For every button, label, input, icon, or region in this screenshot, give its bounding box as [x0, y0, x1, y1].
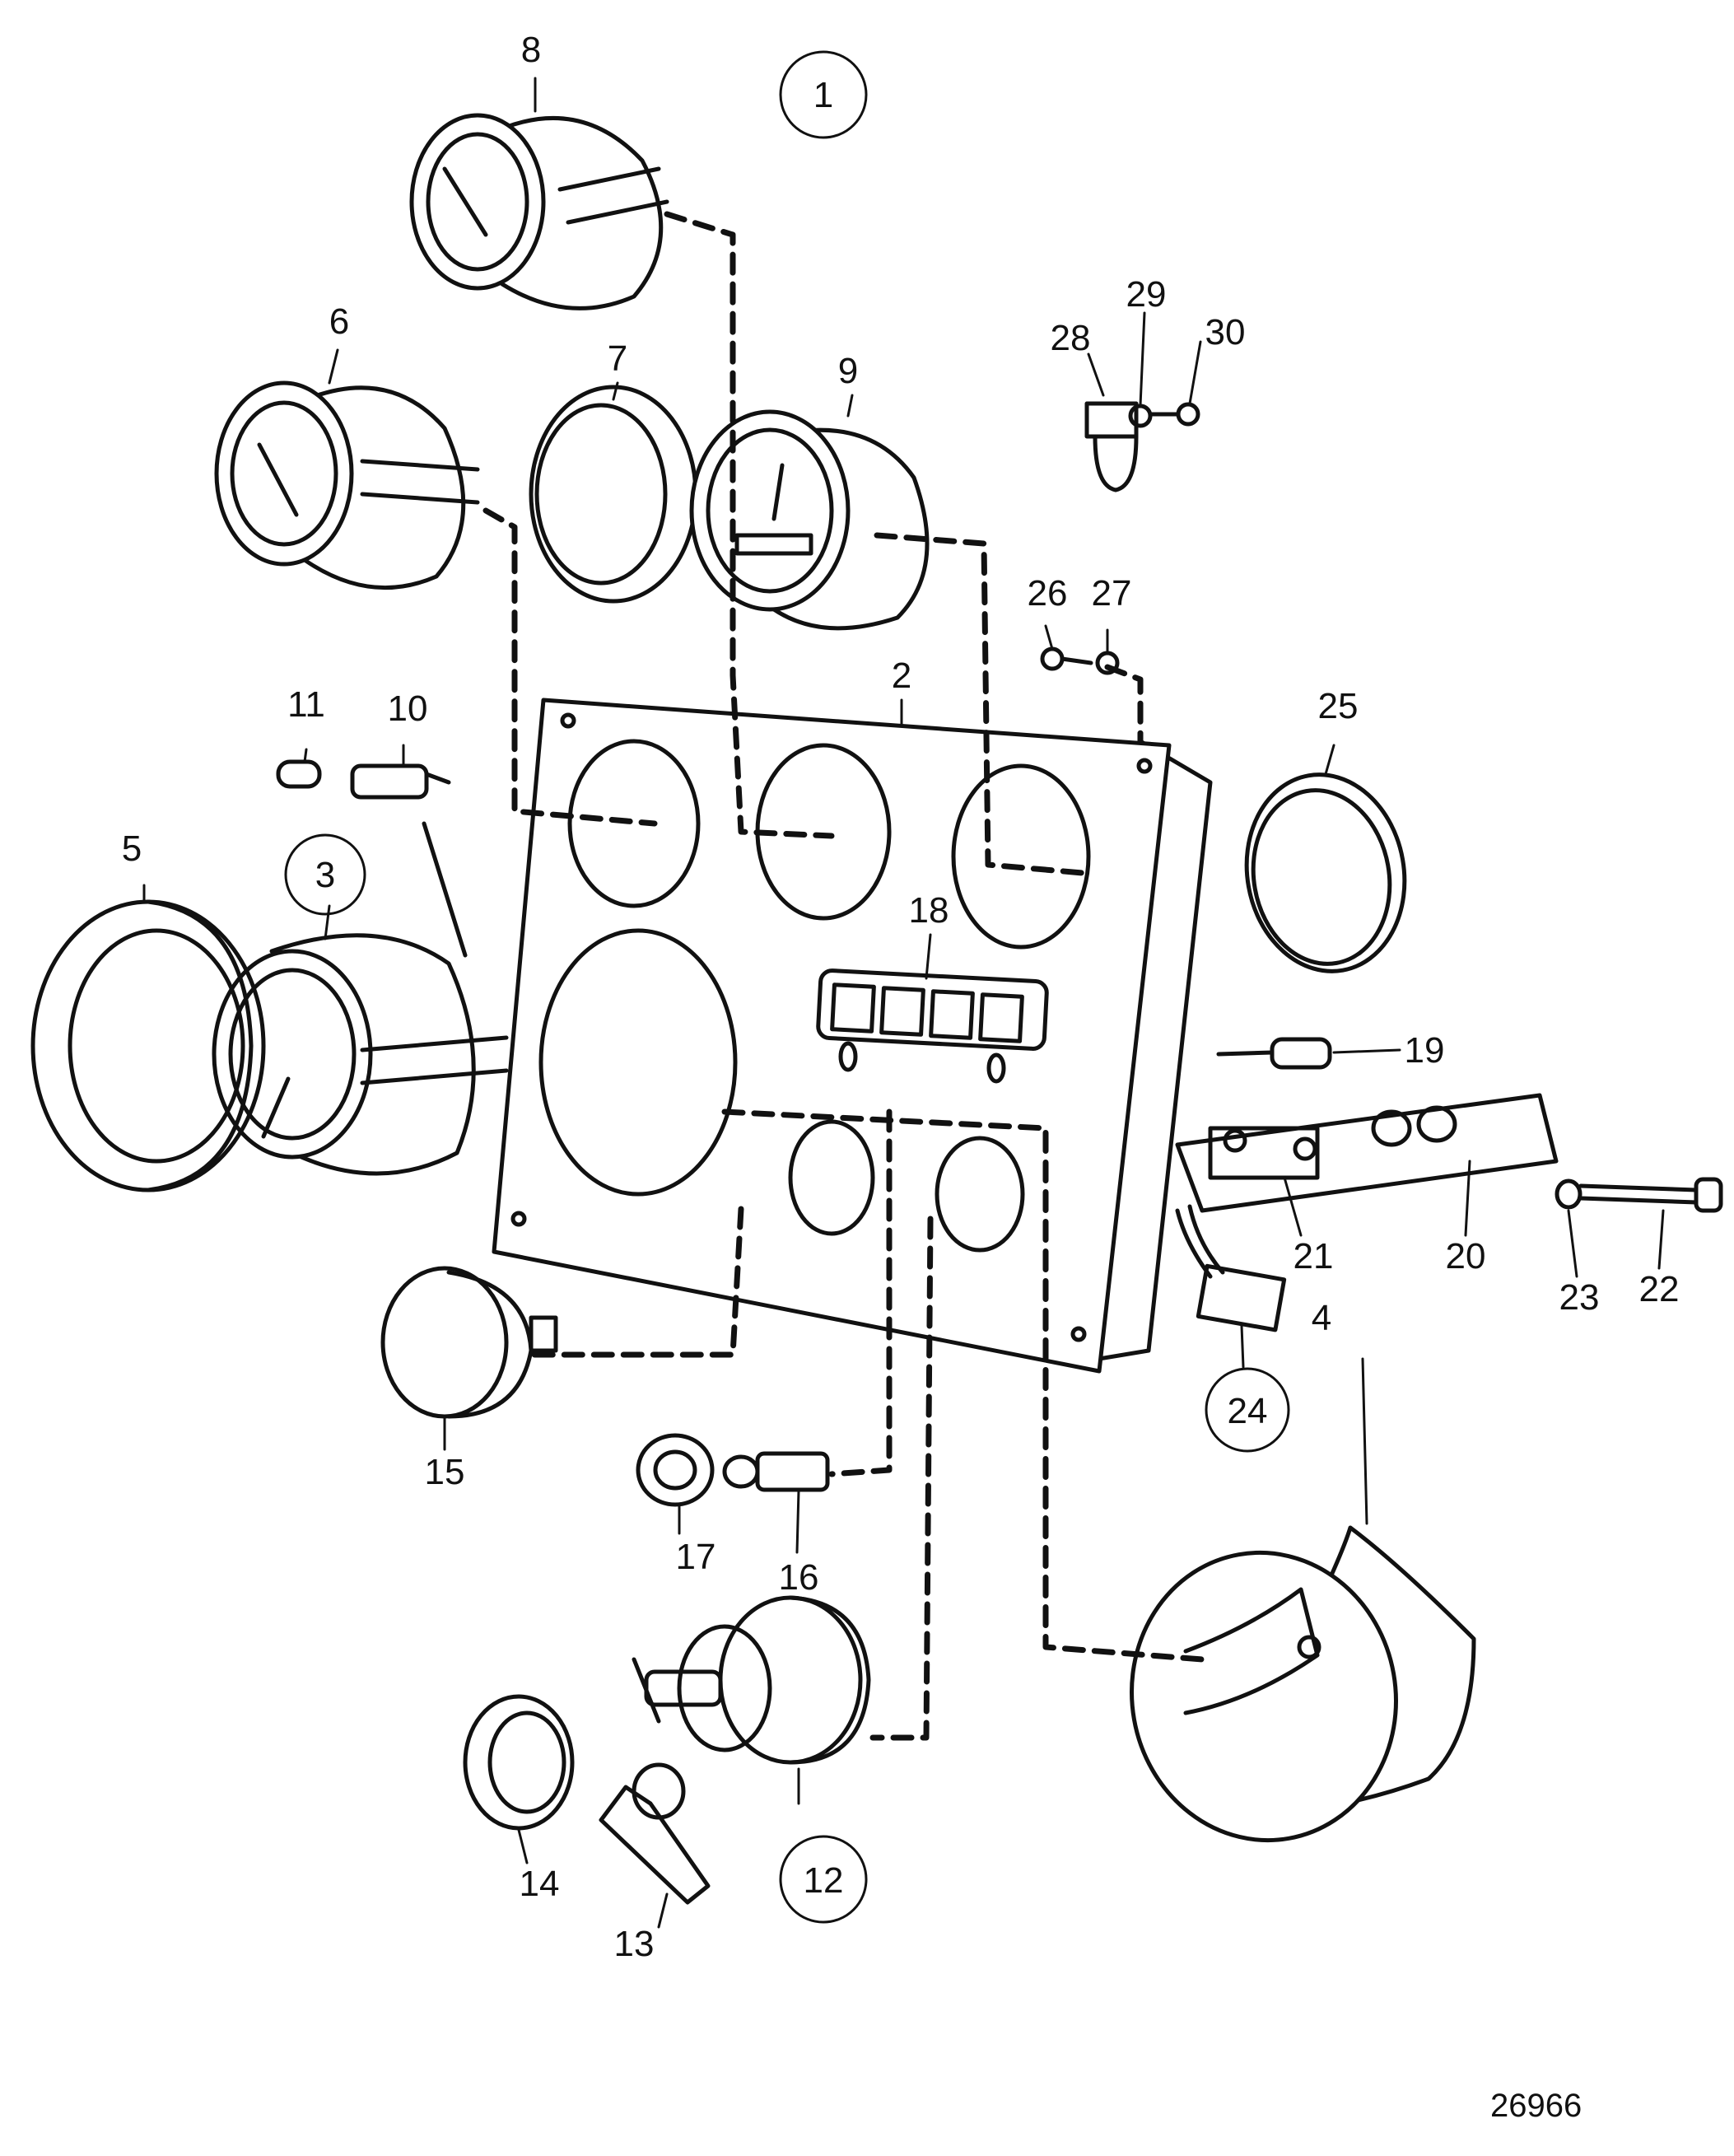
- callout-25: 25: [1318, 686, 1359, 726]
- screw-26: [1040, 646, 1093, 671]
- callout-16: 16: [779, 1557, 819, 1598]
- callout-28: 28: [1051, 318, 1091, 358]
- bolt-22: [1578, 1177, 1723, 1213]
- callout-1: 1: [813, 75, 833, 115]
- callout-5: 5: [122, 828, 142, 869]
- callout-10: 10: [388, 688, 428, 729]
- ring-5: [30, 899, 266, 1192]
- callout-14: 14: [520, 1864, 560, 1904]
- gauge-3: [212, 933, 509, 1176]
- callout-22: 22: [1639, 1269, 1680, 1309]
- ignition-switch-12: [644, 1595, 871, 1765]
- gauge-6: [214, 380, 480, 590]
- bezel-ring-7: [529, 385, 698, 604]
- callout-23: 23: [1559, 1277, 1600, 1318]
- nut-30: [1149, 402, 1200, 427]
- instrument-panel: [492, 698, 1213, 1374]
- warning-lamp-panel: [816, 968, 1049, 1051]
- nut-17: [636, 1433, 715, 1507]
- callout-6: 6: [329, 301, 349, 342]
- callout-3: 3: [315, 855, 335, 895]
- callout-15: 15: [425, 1452, 465, 1492]
- callout-11: 11: [287, 684, 325, 725]
- callout-labels: 1 2 3 4 5 6 7 8 9 10 11 12 13 14 15 16 1…: [122, 30, 1680, 1964]
- callout-13: 13: [614, 1924, 655, 1964]
- callout-20: 20: [1446, 1236, 1486, 1276]
- callout-19: 19: [1405, 1030, 1445, 1071]
- bulb-19: [1216, 1037, 1332, 1070]
- callout-4: 4: [1312, 1298, 1331, 1338]
- callout-7: 7: [608, 338, 627, 379]
- ring-25: [1244, 772, 1407, 973]
- keys-13: [599, 1657, 711, 1905]
- callout-29: 29: [1126, 274, 1167, 315]
- cover-4: [1130, 1525, 1476, 1843]
- washer-23: [1555, 1178, 1583, 1210]
- callout-27: 27: [1092, 573, 1132, 614]
- bulb-11: [276, 759, 322, 789]
- connector-24: [1175, 1204, 1287, 1332]
- callout-24: 24: [1228, 1391, 1268, 1431]
- bulb-socket-10: [350, 763, 451, 800]
- gauge-8: [409, 113, 669, 310]
- terminal-block-21: [1208, 1126, 1320, 1180]
- tachometer-9: [689, 409, 930, 631]
- push-switch-16: [722, 1451, 830, 1492]
- callout-21: 21: [1294, 1236, 1334, 1276]
- callout-8: 8: [521, 30, 541, 70]
- buzzer-15: [380, 1266, 558, 1419]
- callout-2: 2: [892, 656, 911, 696]
- clamp-28: [1084, 401, 1139, 492]
- ring-14: [463, 1694, 575, 1831]
- callout-circles: [284, 50, 1290, 1924]
- callout-17: 17: [676, 1537, 716, 1577]
- leader-lines: [142, 77, 1665, 1929]
- assembly-paths: [482, 211, 1205, 1741]
- callout-9: 9: [838, 351, 858, 391]
- washer-29: [1128, 404, 1153, 428]
- drawing-number: 26966: [1490, 2088, 1582, 2124]
- callout-26: 26: [1028, 573, 1068, 614]
- callout-30: 30: [1205, 312, 1246, 352]
- callout-12: 12: [804, 1860, 844, 1901]
- callout-18: 18: [909, 890, 949, 931]
- terminal-rail-20: [1175, 1093, 1559, 1213]
